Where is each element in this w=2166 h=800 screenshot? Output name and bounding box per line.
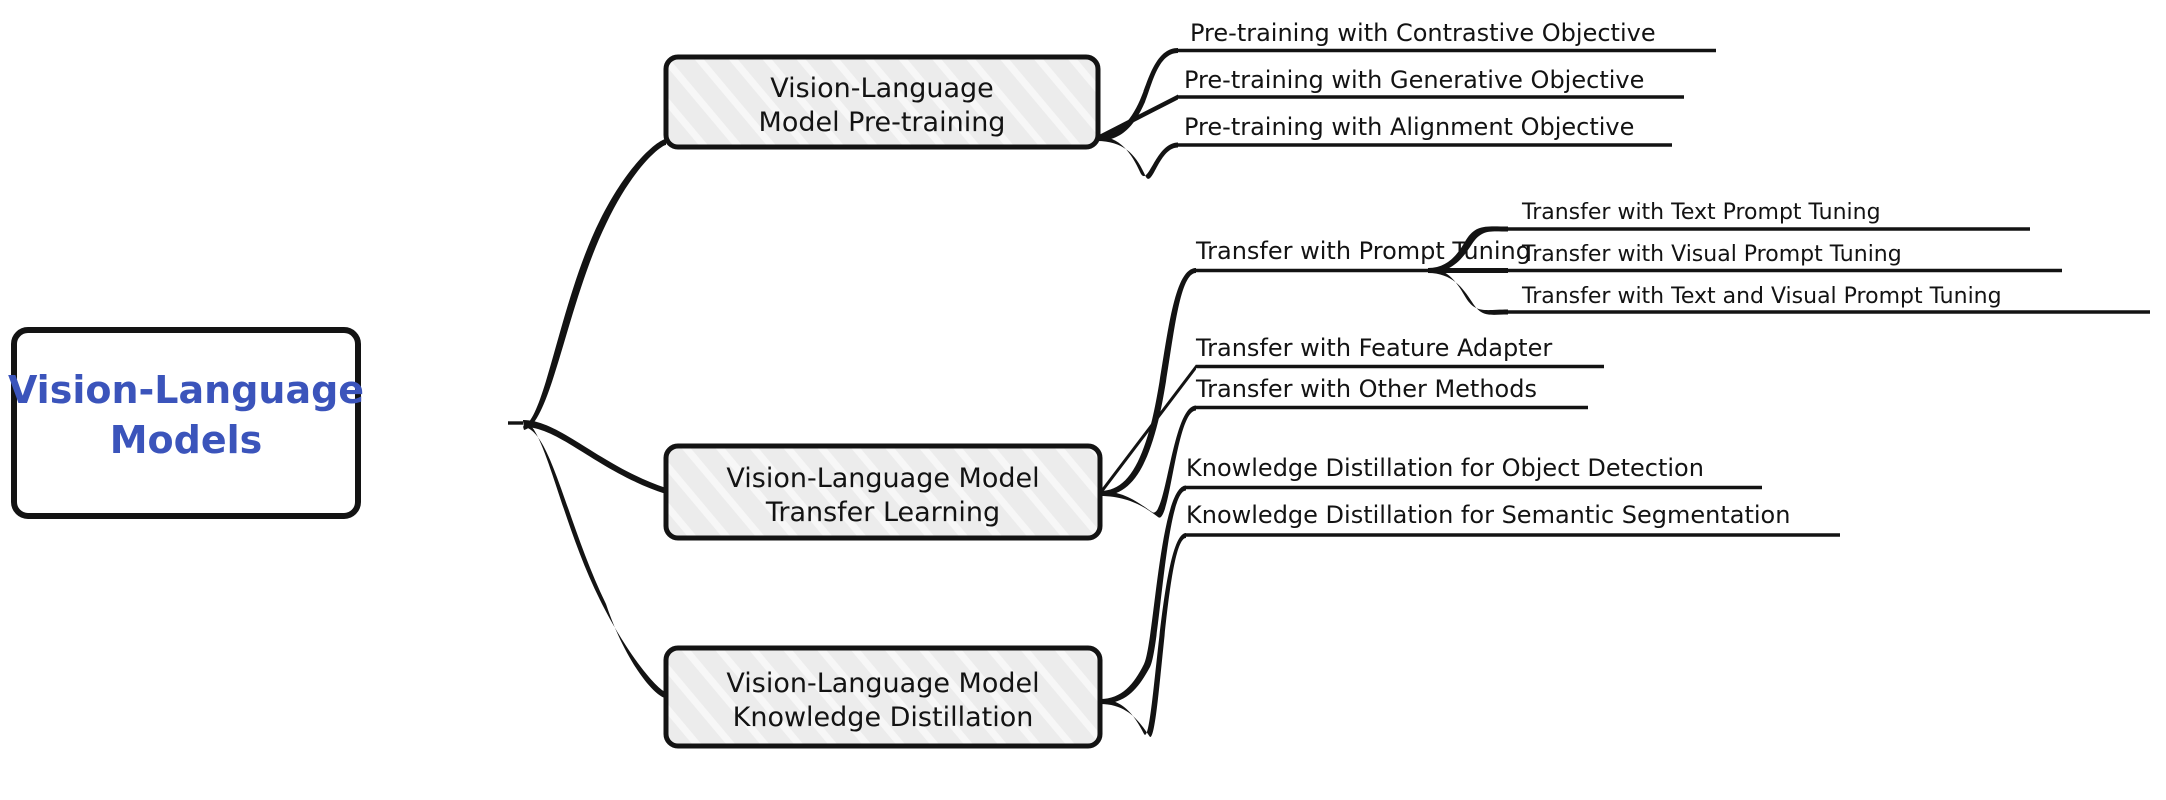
- leaf-label: Knowledge Distillation for Semantic Segm…: [1186, 501, 1790, 529]
- node-root[interactable]: Vision-Language Models: [8, 327, 364, 519]
- branch-transfer-label-line2: Transfer Learning: [765, 497, 1000, 528]
- edge-distillation-leaf-2: [1100, 533, 1186, 738]
- edges-root-to-branches: [508, 139, 666, 698]
- edge-pretraining-leaf-1: [1097, 48, 1178, 141]
- edge-prompt-sub-3: [1428, 268, 1508, 315]
- leaf-label: Pre-training with Contrastive Objective: [1190, 19, 1656, 47]
- leaf-distillation-object-detection[interactable]: Knowledge Distillation for Object Detect…: [1186, 454, 1762, 490]
- leaf-transfer-other-methods[interactable]: Transfer with Other Methods: [1195, 375, 1588, 410]
- leaf-label: Pre-training with Alignment Objective: [1184, 113, 1634, 141]
- edge-root-to-pretraining: [523, 139, 666, 430]
- edge-prompt-sub-1: [1428, 226, 1508, 273]
- edges-prompt-to-subleaves: [1428, 226, 1508, 315]
- branch-transfer-label-line1: Vision-Language Model: [726, 463, 1039, 494]
- leaf-label: Transfer with Other Methods: [1195, 375, 1537, 403]
- edges-pretraining-to-leaves: [1097, 48, 1178, 179]
- root-node-box[interactable]: [11, 327, 361, 519]
- edges-distillation-to-leaves: [1100, 485, 1186, 738]
- leaf-label: Transfer with Feature Adapter: [1195, 334, 1552, 362]
- leaf-pretraining-generative[interactable]: Pre-training with Generative Objective: [1178, 66, 1684, 99]
- edge-root-to-transfer: [523, 420, 666, 494]
- edge-pretraining-leaf-2: [1097, 94, 1178, 141]
- branch-pretraining-box[interactable]: [663, 54, 1101, 150]
- node-branch-pretraining[interactable]: Vision-Language Model Pre-training: [663, 54, 1101, 150]
- leaf-label: Pre-training with Generative Objective: [1184, 66, 1644, 94]
- leaf-transfer-prompt-tuning[interactable]: Transfer with Prompt Tuning: [1195, 237, 1531, 273]
- leaf-pretraining-alignment[interactable]: Pre-training with Alignment Objective: [1178, 113, 1672, 147]
- branch-transfer-box[interactable]: [663, 443, 1103, 541]
- root-node-label-line1: Vision-Language: [8, 368, 364, 412]
- edge-distillation-leaf-1: [1100, 485, 1186, 704]
- node-branch-transfer[interactable]: Vision-Language Model Transfer Learning: [663, 443, 1103, 541]
- branch-distillation-label-line2: Knowledge Distillation: [733, 702, 1034, 733]
- leaf-label: Knowledge Distillation for Object Detect…: [1186, 454, 1704, 482]
- leaf-label: Transfer with Prompt Tuning: [1195, 237, 1531, 265]
- node-branch-distillation[interactable]: Vision-Language Model Knowledge Distilla…: [663, 645, 1103, 749]
- subleaf-text-prompt-tuning[interactable]: Transfer with Text Prompt Tuning: [1508, 200, 2030, 231]
- branch-pretraining-label-line2: Model Pre-training: [759, 107, 1006, 138]
- branch-distillation-box[interactable]: [663, 645, 1103, 749]
- edge-transfer-leaf-prompt: [1100, 268, 1196, 496]
- subleaf-label: Transfer with Visual Prompt Tuning: [1521, 242, 1902, 267]
- edge-prompt-sub-2: [1428, 268, 1508, 273]
- subleaf-visual-prompt-tuning[interactable]: Transfer with Visual Prompt Tuning: [1508, 242, 2062, 273]
- edge-root-to-distillation: [523, 420, 666, 698]
- leaf-transfer-feature-adapter[interactable]: Transfer with Feature Adapter: [1195, 334, 1604, 369]
- edge-transfer-leaf-adapter: [1100, 364, 1196, 496]
- branch-distillation-label-line1: Vision-Language Model: [726, 668, 1039, 699]
- subleaf-text-and-visual-prompt-tuning[interactable]: Transfer with Text and Visual Prompt Tun…: [1508, 284, 2150, 314]
- leaf-distillation-semantic-segmentation[interactable]: Knowledge Distillation for Semantic Segm…: [1186, 501, 1840, 537]
- edge-transfer-leaf-other: [1100, 405, 1196, 518]
- subleaf-label: Transfer with Text Prompt Tuning: [1521, 200, 1881, 225]
- branch-pretraining-label-line1: Vision-Language: [770, 73, 994, 104]
- edges-transfer-to-leaves: [1100, 268, 1196, 518]
- root-node-label-line2: Models: [110, 418, 263, 462]
- subleaf-label: Transfer with Text and Visual Prompt Tun…: [1521, 284, 2002, 309]
- leaf-pretraining-contrastive[interactable]: Pre-training with Contrastive Objective: [1178, 19, 1716, 53]
- edge-pretraining-leaf-3: [1097, 136, 1178, 179]
